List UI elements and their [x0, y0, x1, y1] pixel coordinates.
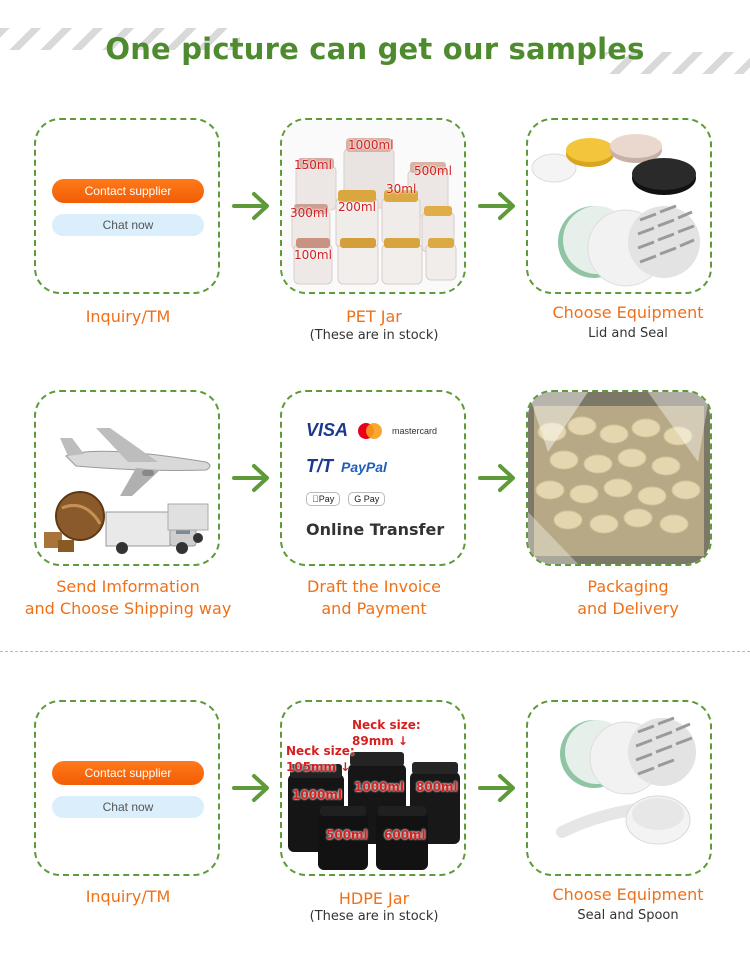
jar-size-label: 200ml — [338, 200, 376, 214]
jar-size-label: 500ml — [414, 164, 452, 178]
chat-now-button[interactable]: Chat now — [52, 796, 204, 818]
arrow-right-icon — [478, 464, 515, 492]
jar-size-label: 100ml — [294, 248, 332, 262]
step-label-draft-invoice-line2: and Payment — [321, 599, 427, 618]
contact-supplier-button[interactable]: Contact supplier — [52, 761, 204, 785]
jar-size-label: 600ml — [384, 828, 426, 842]
inquiry-card-1: Contact supplier Chat now — [34, 118, 220, 294]
seal-and-spoon-image — [556, 716, 696, 845]
visa-logo: VISA — [306, 420, 349, 440]
jar-size-label: 500ml — [326, 828, 368, 842]
step-label-packaging-line1: Packaging — [587, 577, 669, 596]
decor-stripes-right — [600, 52, 750, 74]
step-sub-seal-spoon: Seal and Spoon — [577, 908, 679, 923]
lid-and-seal-image — [531, 134, 700, 287]
paypal-logo: PayPal — [341, 458, 387, 475]
lid-seal-card — [526, 118, 712, 294]
seal-spoon-card — [526, 700, 712, 876]
neck-size-89-line2: 89mm ↓ — [352, 734, 408, 748]
arrow-right-icon — [232, 192, 269, 220]
tt-logo: T/T — [306, 456, 333, 476]
step-label-send-info-line2: and Choose Shipping way — [24, 599, 232, 618]
pet-jar-card: 1000ml 150ml 500ml 30ml 300ml 200ml 100m… — [280, 118, 466, 294]
jar-size-label: 1000ml — [292, 788, 343, 802]
jar-size-label: 30ml — [386, 182, 417, 196]
step-label-choose-equipment: Choose Equipment — [552, 303, 704, 322]
payment-row-wallets: Pay G Pay — [306, 492, 386, 506]
payment-row-cards: VISA mastercard — [306, 420, 437, 441]
jar-size-label: 800ml — [416, 780, 458, 794]
section-divider — [0, 651, 750, 652]
airplane-truck-image — [44, 428, 211, 554]
step-label-draft-invoice-line1: Draft the Invoice — [307, 577, 441, 596]
jar-size-label: 150ml — [294, 158, 332, 172]
apple-pay-logo: Pay — [306, 492, 341, 506]
step-label-send-info-line1: Send Imformation — [56, 577, 200, 596]
jar-size-label: 1000ml — [354, 780, 405, 794]
step-label-inquiry: Inquiry/TM — [85, 887, 171, 906]
jar-size-label: 1000ml — [348, 138, 394, 152]
jar-size-label: 300ml — [290, 206, 328, 220]
google-pay-logo: G Pay — [348, 492, 386, 506]
pet-jars-image — [282, 120, 464, 292]
step-label-choose-equipment: Choose Equipment — [552, 885, 704, 904]
decor-stripes-left — [0, 28, 240, 50]
step-label-inquiry: Inquiry/TM — [85, 307, 171, 326]
payment-card: VISA mastercard T/T PayPal Pay G Pay On… — [280, 390, 466, 566]
arrow-right-icon — [232, 464, 269, 492]
hdpe-jars-image — [288, 752, 460, 870]
arrow-right-icon — [478, 774, 515, 802]
mastercard-logo-text: mastercard — [392, 425, 438, 436]
mastercard-icon — [358, 422, 383, 439]
page-title: One picture can get our samples — [105, 32, 645, 66]
arrow-right-icon — [232, 774, 269, 802]
step-sub-hdpe-jar: (These are in stock) — [309, 909, 439, 924]
payment-row-transfer: T/T PayPal — [306, 456, 387, 477]
neck-size-105-line2: 105mm ↓ — [286, 760, 351, 774]
step-sub-pet-jar: (These are in stock) — [309, 328, 439, 343]
step-label-packaging-line2: and Delivery — [577, 599, 679, 618]
shipping-card — [34, 390, 220, 566]
neck-size-105-line1: Neck size: — [286, 744, 355, 758]
online-transfer-text: Online Transfer — [306, 520, 445, 539]
hdpe-jar-card: Neck size: 89mm ↓ Neck size: 105mm ↓ 100… — [280, 700, 466, 876]
arrow-right-icon — [478, 192, 515, 220]
step-label-pet-jar: PET Jar — [346, 307, 402, 326]
chat-now-button[interactable]: Chat now — [52, 214, 204, 236]
neck-size-89-line1: Neck size: — [352, 718, 421, 732]
packaging-box-image — [528, 392, 710, 564]
step-label-hdpe-jar: HDPE Jar — [338, 889, 410, 908]
packaging-card — [526, 390, 712, 566]
inquiry-card-2: Contact supplier Chat now — [34, 700, 220, 876]
contact-supplier-button[interactable]: Contact supplier — [52, 179, 204, 203]
step-sub-lid-seal: Lid and Seal — [588, 326, 668, 341]
